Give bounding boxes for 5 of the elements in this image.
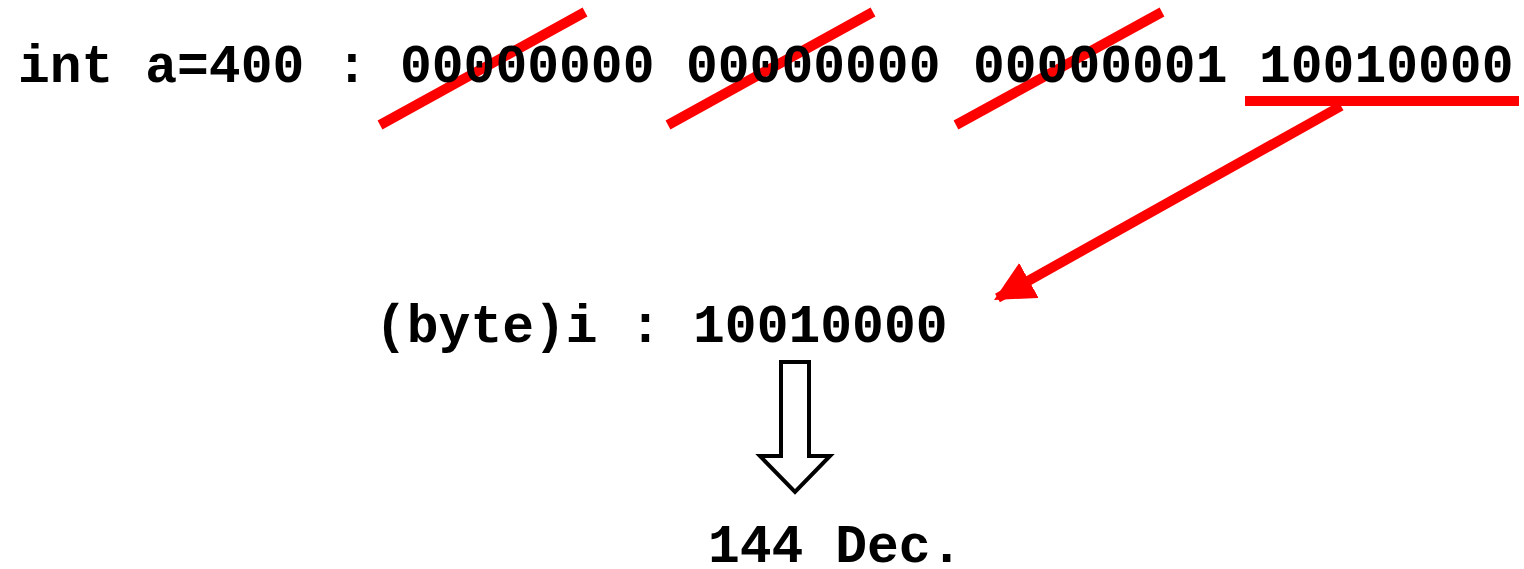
- underlined-byte-value: 10010000: [1245, 40, 1520, 106]
- declaration-text: int a=400 :: [18, 40, 368, 96]
- hollow-block-arrow: [755, 360, 835, 495]
- decimal-result-text: 144 Dec.: [708, 520, 963, 569]
- cast-result-text: (byte)i : 10010000: [375, 300, 948, 356]
